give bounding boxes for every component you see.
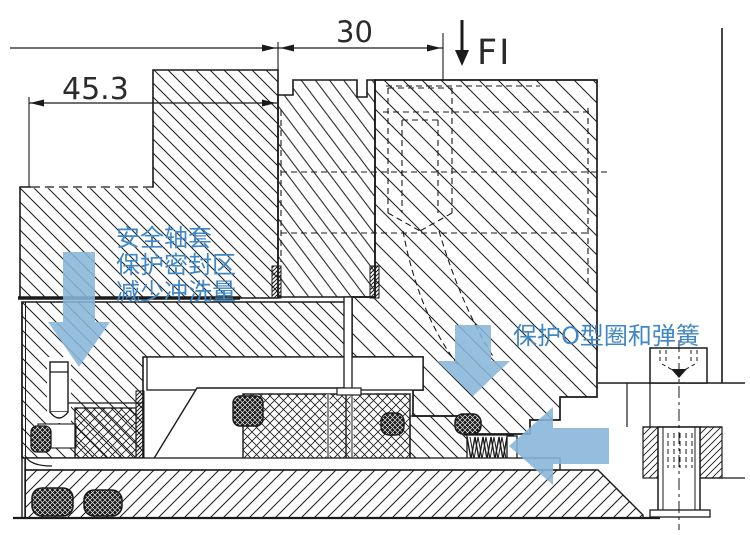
dim-45-3-text: 45.3 — [62, 72, 129, 107]
o-ring-collar — [30, 425, 52, 453]
dimension-45-3: 45.3 — [28, 72, 277, 187]
spring — [464, 434, 518, 461]
o-ring-shaft-1 — [31, 487, 74, 517]
o-ring-stationary — [380, 412, 405, 436]
seal-chamber — [146, 356, 424, 391]
gasket-vane — [135, 390, 145, 459]
note-left-line1: 安全轴套 — [116, 224, 212, 252]
flow-arrow-left — [48, 252, 110, 367]
drive-pin — [336, 296, 362, 396]
flow-arrow-middle — [437, 325, 510, 396]
bolt-boss-left — [642, 426, 659, 479]
gasket-sliver-left — [271, 265, 282, 299]
shaft-assembly — [13, 302, 660, 520]
flush-port-dashed-lines — [280, 85, 607, 367]
flush-port-annotation: FI — [455, 20, 511, 73]
set-screw-tip — [49, 411, 69, 419]
dimension-30: 30 — [10, 15, 444, 80]
bolt-base — [649, 509, 711, 518]
note-left-line2: 保护密封区 — [116, 251, 236, 279]
annotation-notes: 安全轴套 保护密封区 减少冲洗量 保护O型圈和弹簧 — [116, 224, 700, 350]
gland-flange — [598, 340, 745, 530]
flow-arrow-right — [509, 407, 609, 485]
o-ring-shaft-2 — [83, 489, 123, 517]
o-ring-rotary — [232, 395, 264, 427]
packing-wedge — [74, 407, 137, 459]
dim-30-text: 30 — [336, 15, 373, 49]
sleeve-band — [24, 457, 561, 471]
flush-arrow-head — [455, 50, 469, 66]
o-ring-spring-side — [454, 413, 482, 435]
gland-middle-section — [271, 79, 380, 299]
bolt-thread-dashes — [667, 433, 693, 468]
collar-set-screw — [49, 361, 69, 413]
flush-label: FI — [477, 33, 511, 73]
drive-pin-foot — [336, 387, 362, 396]
note-left-line3: 减少冲洗量 — [116, 278, 236, 306]
fillet — [24, 454, 53, 467]
sleeve-collar-section — [21, 301, 347, 459]
bolt-boss-right — [699, 426, 723, 479]
note-right: 保护O型圈和弹簧 — [513, 322, 700, 350]
flow-arrows — [48, 252, 609, 485]
